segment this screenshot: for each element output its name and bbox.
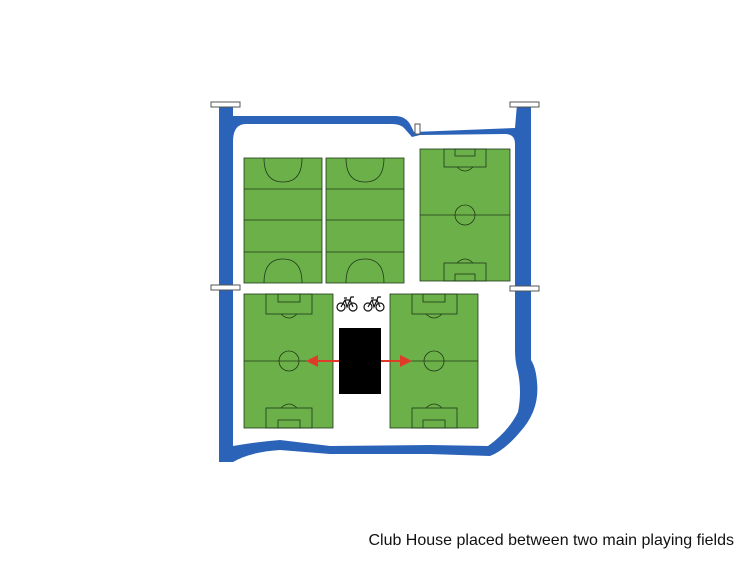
hockey-field-1 (243, 157, 323, 284)
bridge (414, 123, 421, 135)
bridges (210, 101, 540, 292)
hockey-field-2 (325, 157, 405, 284)
arrow-to-right-field (381, 355, 412, 367)
bridge (210, 101, 241, 108)
bike-icon (336, 296, 358, 312)
bridge (210, 284, 241, 291)
clubhouse (339, 328, 381, 394)
bridge (509, 285, 540, 292)
bike-icon (363, 296, 385, 312)
arrow-to-left-field (306, 355, 339, 367)
football-field-top-right (419, 148, 511, 282)
caption: Club House placed between two main playi… (368, 532, 734, 549)
bridge (509, 101, 540, 108)
